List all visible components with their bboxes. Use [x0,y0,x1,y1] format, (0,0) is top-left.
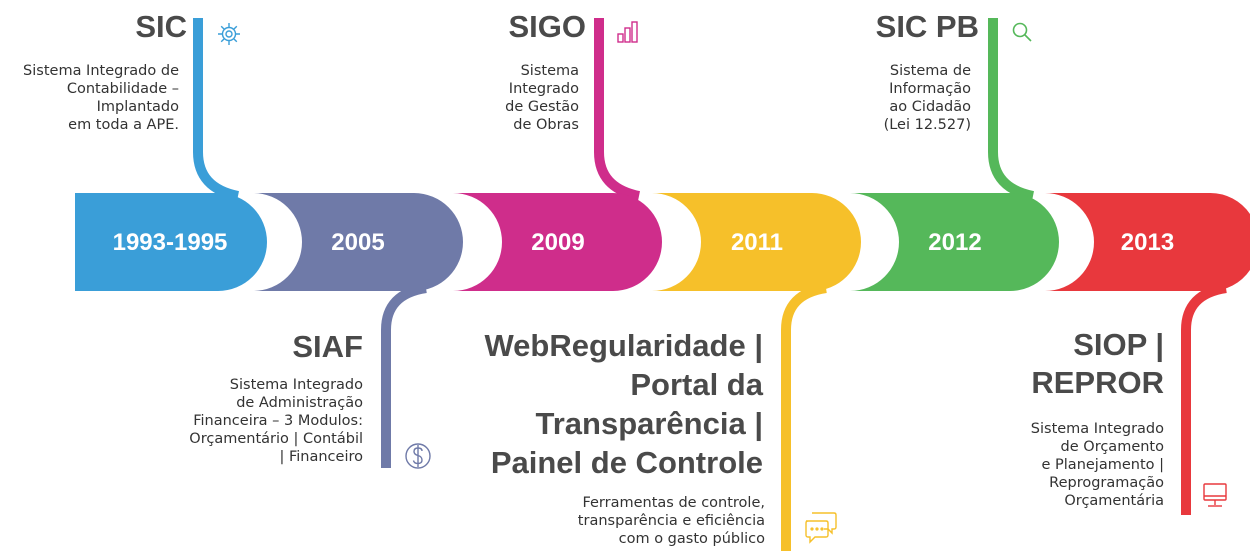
connector-sigo [594,18,641,201]
milestone-title-web-regularidade: WebRegularidade | Portal da Transparênci… [484,328,763,480]
year-label-1993-1995: 1993-1995 [112,229,228,256]
band-1993-1995 [75,193,267,291]
year-label-2009: 2009 [531,229,585,256]
band-2005 [253,193,463,291]
milestone-title-siop-repror: SIOP | REPROR [1031,327,1164,400]
band-2009 [453,193,662,291]
milestone-title-sigo: SIGO [508,9,586,44]
connector-siop [1181,283,1227,515]
monitor-icon [1203,483,1227,507]
milestone-desc-sic: Sistema Integrado de Contabilidade – Imp… [23,63,179,133]
connector-sic [193,18,240,201]
bar-chart-icon [617,21,638,43]
milestone-desc-web-regularidade: Ferramentas de controle, transparência e… [577,495,765,547]
milestone-desc-sic-pb: Sistema de Informação ao Cidadão (Lei 12… [883,63,971,133]
milestone-desc-siop-repror: Sistema Integrado de Orçamento e Planeja… [1030,421,1164,509]
connector-web [781,283,827,551]
chat-bubbles-icon [805,512,837,544]
milestone-title-sic-pb: SIC PB [875,9,979,44]
year-label-2013: 2013 [1120,229,1175,256]
year-label-2012: 2012 [928,229,982,256]
year-label-2011: 2011 [730,229,784,256]
band-2011 [652,193,861,291]
milestone-title-siaf: SIAF [292,329,363,364]
milestone-desc-siaf: Sistema Integrado de Administração Finan… [189,377,363,465]
search-icon [1012,22,1032,42]
band-2013 [1045,192,1250,292]
milestone-desc-sigo: Sistema Integrado de Gestão de Obras [505,63,579,133]
gear-icon [218,23,240,45]
connector-sicpb [988,18,1035,201]
milestone-title-sic: SIC [135,9,187,44]
dollar-coin-icon [405,443,431,469]
band-2012 [850,193,1059,291]
connector-siaf [381,283,427,468]
year-label-2005: 2005 [331,229,385,256]
